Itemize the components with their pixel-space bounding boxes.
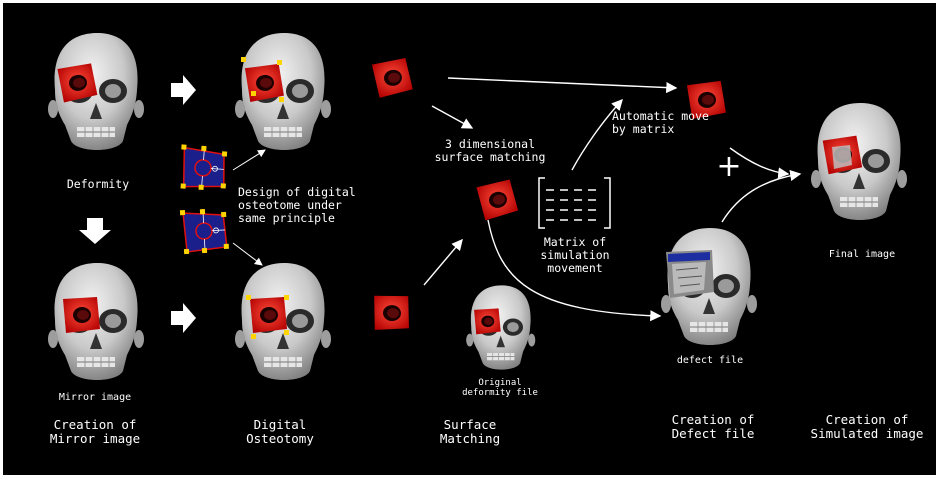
skull-original-deformity [466, 285, 535, 369]
label-creation-defect: Creation of Defect file [658, 413, 768, 442]
label-3d-surface-matching: 3 dimensional surface matching [425, 138, 555, 164]
matrix-symbol [539, 178, 610, 228]
label-deformity: Deformity [58, 178, 138, 191]
arrow-right-bottom [171, 303, 196, 333]
skull-defect [661, 228, 757, 345]
osteotome-top [179, 144, 229, 191]
arrow-down [79, 218, 111, 244]
label-final-image: Final image [822, 249, 902, 261]
bone-piece-bottom [372, 294, 411, 332]
bone-piece-matched [476, 179, 519, 221]
skull-deformity [48, 33, 144, 150]
label-creation-simulated: Creation of Simulated image [800, 413, 934, 442]
skull-final [811, 103, 907, 220]
arrow-right-top [171, 75, 196, 105]
label-mirror-image: Mirror image [45, 392, 145, 404]
skull-mirror [48, 263, 144, 380]
label-original-deformity: Original deformity file [455, 378, 545, 399]
skull-osteotomy-bottom [235, 263, 331, 380]
osteotome-bottom [180, 208, 229, 254]
label-creation-mirror: Creation of Mirror image [35, 418, 155, 447]
label-defect-file: defect file [670, 355, 750, 367]
bone-piece-top [372, 58, 414, 99]
label-matrix: Matrix of simulation movement [532, 236, 618, 276]
label-automatic-move: Automatic move by matrix [612, 110, 709, 136]
plus-sign: + [714, 150, 744, 185]
label-surface-matching: Surface Matching [420, 418, 520, 447]
skull-osteotomy-top [235, 33, 331, 150]
label-digital-osteotomy: Digital Osteotomy [230, 418, 330, 447]
label-design-osteotome: Design of digital osteotome under same p… [238, 186, 356, 226]
